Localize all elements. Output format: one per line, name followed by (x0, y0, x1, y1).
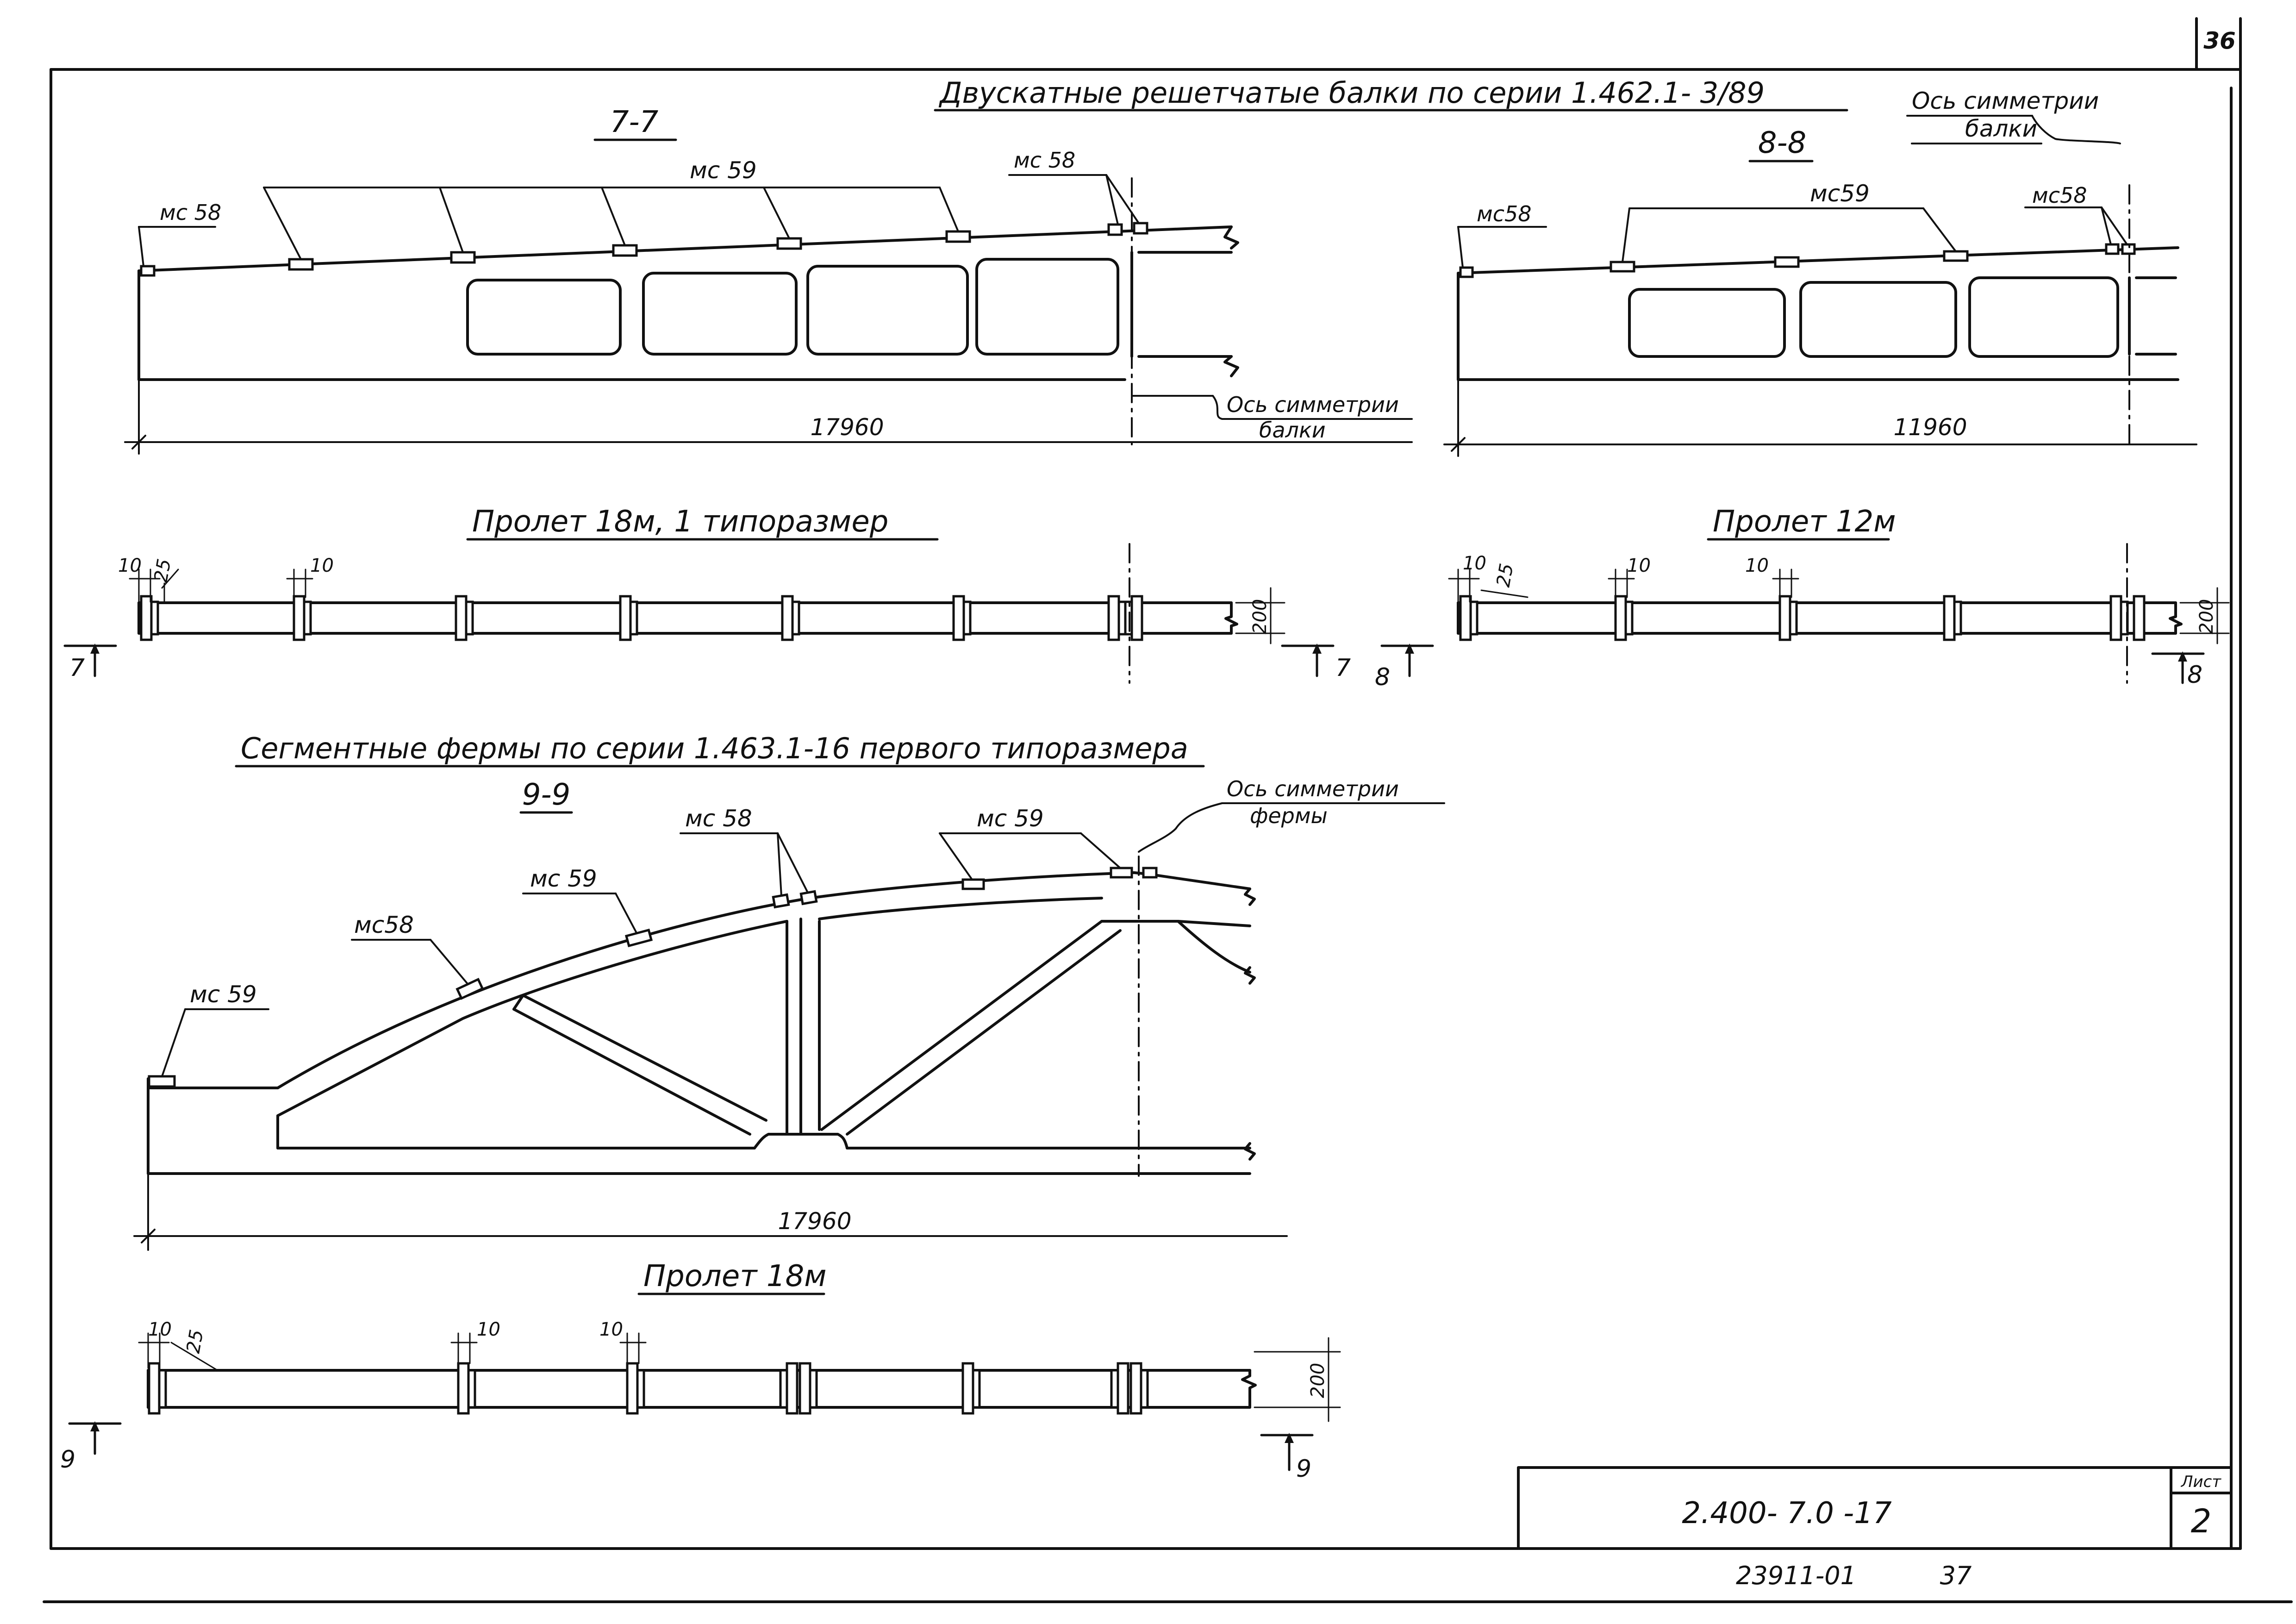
cut-8-label-mc59: мс59 (1810, 180, 1870, 207)
cut-9-label-mc58-top: мс 58 (685, 805, 752, 832)
section-a-heading: Двускатные решетчатые балки по серии 1.4… (938, 76, 1765, 110)
cut-7-label-mc59: мс 59 (690, 157, 757, 184)
document-code: 2.400- 7.0 -17 (1682, 1496, 1892, 1530)
cut-9-axis-label-bottom: фермы (1250, 803, 1328, 828)
plan-12m-beam-title: Пролет 12м (1713, 505, 1896, 539)
plan-18m-beam-dim-25: 25 (150, 557, 175, 584)
cut-7-axis-label-bottom: балки (1259, 418, 1326, 443)
plan-18m-truss-dim-25: 25 (183, 1328, 208, 1355)
section-a-axis-label-bottom: балки (1965, 115, 2037, 142)
cut-9-label-mc59-left: мс 59 (190, 981, 257, 1008)
cut-9-span-dim: 17960 (778, 1208, 851, 1235)
cut-9-label-mc58-mid: мс58 (354, 912, 414, 938)
plan-18m-truss-title: Пролет 18м (643, 1259, 827, 1293)
section-marker-7-left: 7 (69, 654, 85, 682)
plan-18m-truss-dim-10c: 10 (599, 1319, 623, 1340)
cut-7-span-dim: 17960 (810, 414, 884, 441)
cut-8-span-dim: 11960 (1893, 414, 1967, 441)
plan-18m-beam-dim-10b: 10 (310, 555, 334, 576)
plan-18m-truss-dim-10b: 10 (477, 1319, 500, 1340)
section-marker-9-right: 9 (1296, 1455, 1311, 1483)
cut-8-label-mc58-right: мс58 (2032, 183, 2087, 208)
list-label: Лист (2180, 1473, 2221, 1491)
plan-18m-truss-dim-200: 200 (1307, 1363, 1329, 1398)
list-number: 2 (2191, 1502, 2212, 1540)
section-marker-7-right: 7 (1335, 654, 1351, 682)
plan-12m-beam-dim-10a: 10 (1463, 553, 1486, 574)
section-marker-8-left: 8 (1375, 663, 1390, 691)
cut-7-axis-label-top: Ось симметрии (1227, 392, 1399, 417)
plan-18m-truss-dim-10a: 10 (148, 1319, 172, 1340)
page-number: 36 (2203, 27, 2236, 54)
sheet-frame (43, 17, 2293, 1603)
plan-18m-beam-dim-10a: 10 (118, 555, 142, 576)
plan-18m-beam-dim-200: 200 (1249, 599, 1271, 634)
cut-7-beam: 7-7 (124, 105, 1413, 455)
cut-9-title: 9-9 (522, 778, 571, 812)
cut-7-title: 7-7 (610, 105, 659, 139)
cut-7-label-mc58-left: мс 58 (160, 200, 221, 225)
cut-8-title: 8-8 (1758, 126, 1807, 160)
cut-7-label-mc58-right: мс 58 (1014, 148, 1075, 173)
plan-18m-truss: Пролет 18м (60, 1259, 1341, 1483)
cut-9-truss: 9-9 Ось симметрии фермы (133, 776, 1445, 1251)
cut-8-beam: Ось симметрии балки 8-8 (1443, 87, 2197, 457)
section-b-heading: Сегментные фермы по серии 1.463.1-16 пер… (241, 731, 1188, 765)
section-a-axis-label-top: Ось симметрии (1912, 87, 2099, 114)
cut-9-axis-label-top: Ось симметрии (1227, 776, 1399, 801)
plan-12m-beam-dim-200: 200 (2196, 599, 2217, 634)
plan-18m-beam: Пролет 18м, 1 типоразмер (63, 505, 1351, 684)
cut-9-label-mc59-top: мс 59 (977, 805, 1044, 832)
plan-12m-beam-dim-25: 25 (1493, 562, 1518, 589)
plan-12m-beam-dim-10c: 10 (1745, 555, 1769, 576)
section-marker-8-right: 8 (2187, 661, 2202, 689)
section-marker-9-left: 9 (60, 1446, 75, 1474)
plan-12m-beam: Пролет 12м (1375, 505, 2230, 691)
plan-18m-beam-title: Пролет 18м, 1 типоразмер (472, 505, 888, 539)
cut-9-label-mc59-mid: мс 59 (530, 865, 597, 892)
archive-number: 23911-01 (1736, 1561, 1856, 1590)
plan-12m-beam-dim-10b: 10 (1627, 555, 1651, 576)
archive-sheet: 37 (1940, 1561, 1972, 1590)
title-block (1517, 1466, 2233, 1550)
cut-8-label-mc58-left: мс58 (1477, 201, 1532, 226)
